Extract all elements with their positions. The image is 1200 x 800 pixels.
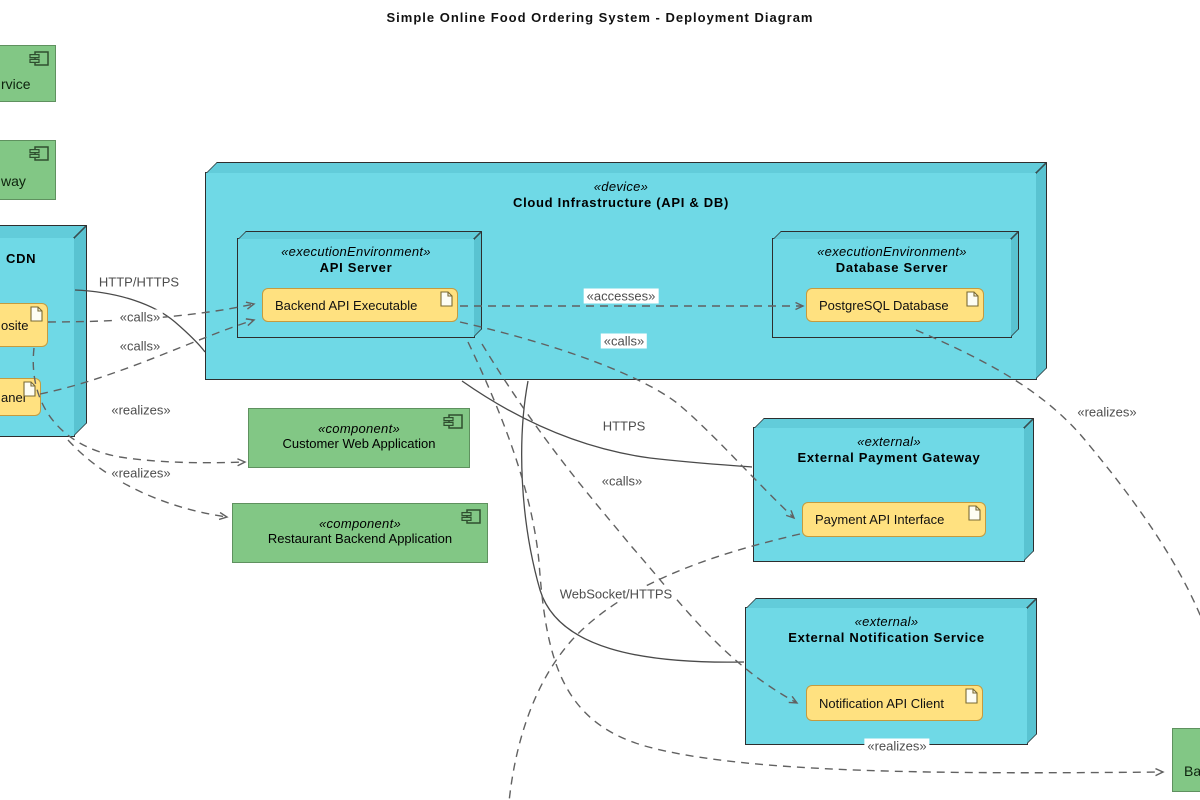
component-stereotype: «component» (318, 516, 402, 531)
artifact-label-fragment: anel (1, 389, 26, 405)
component-partial-top-1: rvice (0, 45, 56, 102)
database-server-stereotype: «executionEnvironment» (817, 244, 967, 259)
notification-service-stereotype: «external» (854, 614, 919, 629)
artifact-label-fragment: osite (1, 317, 29, 333)
artifact-document-icon (30, 306, 43, 325)
component-customer-web-application: «component» Customer Web Application (248, 408, 470, 468)
node-right-face (474, 231, 482, 337)
artifact-document-icon (440, 291, 453, 310)
component-partial-top-2: way (0, 140, 56, 200)
api-server-name: API Server (319, 260, 393, 275)
artifact-document-icon (966, 291, 979, 310)
uml-component-icon (443, 414, 463, 432)
artifact-notification-api-client: Notification API Client (806, 685, 983, 721)
edge-label-calls: «calls» (116, 309, 164, 325)
cdn-title: CDN (6, 251, 37, 266)
node-right-face (1011, 231, 1019, 337)
node-right-face (1027, 598, 1037, 744)
component-name: Customer Web Application (282, 436, 436, 451)
uml-component-icon (29, 146, 49, 164)
component-restaurant-backend-application: «component» Restaurant Backend Applicati… (232, 503, 488, 563)
artifact-label: Notification API Client (819, 695, 945, 711)
edge-label-calls: «calls» (598, 473, 646, 489)
node-right-face (1024, 418, 1034, 561)
node-external-payment-gateway: «external» External Payment Gateway (753, 418, 1034, 562)
edge-label-realizes: «realizes» (108, 465, 174, 481)
node-top-face (238, 231, 482, 239)
node-top-face (206, 162, 1047, 173)
component-stereotype: «component» (317, 421, 401, 436)
node-top-face (746, 598, 1037, 608)
component-name: Restaurant Backend Application (267, 531, 453, 546)
edge-label-http-https: HTTP/HTTPS (95, 274, 183, 290)
edge-label-calls: «calls» (600, 333, 648, 349)
artifact-document-icon (968, 505, 981, 524)
payment-gateway-name: External Payment Gateway (797, 450, 981, 465)
component-partial-bottom-right: Ba (1172, 728, 1200, 792)
node-right-face (74, 225, 87, 436)
component-label-fragment: rvice (1, 76, 31, 92)
api-server-stereotype: «executionEnvironment» (281, 244, 431, 259)
artifact-backend-api-executable: Backend API Executable (262, 288, 458, 322)
notification-service-name: External Notification Service (788, 630, 985, 645)
edge-label-websocket-https: WebSocket/HTTPS (556, 586, 676, 602)
uml-component-icon (461, 509, 481, 527)
artifact-document-icon (23, 381, 36, 400)
node-top-face (754, 418, 1034, 428)
artifact-label: Payment API Interface (815, 512, 945, 527)
artifact-customer-website: osite (0, 303, 48, 347)
node-top-face (0, 225, 87, 238)
artifact-postgresql-database: PostgreSQL Database (806, 288, 984, 322)
node-right-face (1036, 162, 1047, 379)
artifact-label: Backend API Executable (275, 297, 418, 313)
component-label-fragment: Ba (1184, 763, 1200, 779)
edge-label-realizes: «realizes» (1074, 404, 1140, 420)
node-external-notification-service: «external» External Notification Service (745, 598, 1037, 745)
edge-label-realizes: «realizes» (864, 738, 930, 754)
component-label-fragment: way (1, 173, 26, 189)
cloud-stereotype: «device» (593, 179, 649, 194)
edge-label-accesses: «accesses» (583, 288, 659, 304)
diagram-title: Simple Online Food Ordering System - Dep… (386, 10, 814, 25)
artifact-admin-panel: anel (0, 378, 41, 416)
artifact-payment-api-interface: Payment API Interface (802, 502, 986, 537)
node-top-face (773, 231, 1019, 239)
uml-component-icon (29, 51, 49, 69)
artifact-label: PostgreSQL Database (819, 297, 949, 313)
edge-label-https: HTTPS (599, 418, 649, 434)
cloud-name: Cloud Infrastructure (API & DB) (513, 195, 729, 210)
edge-label-calls: «calls» (116, 338, 164, 354)
payment-gateway-stereotype: «external» (857, 434, 921, 449)
edge-label-realizes: «realizes» (108, 402, 174, 418)
artifact-document-icon (965, 688, 978, 707)
database-server-name: Database Server (835, 260, 949, 275)
